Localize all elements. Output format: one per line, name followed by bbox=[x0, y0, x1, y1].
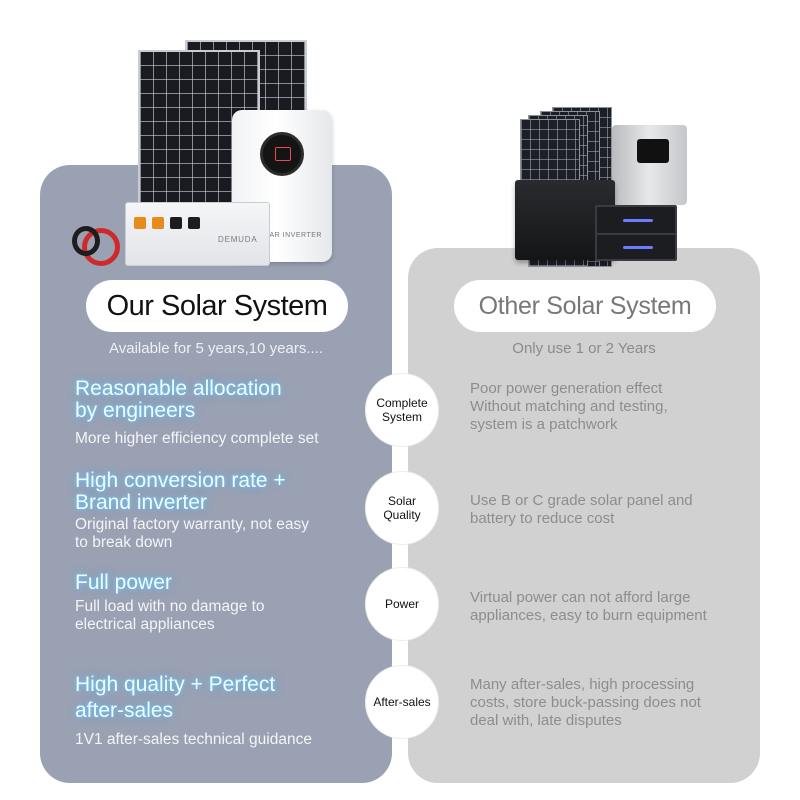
category-label: Solar bbox=[387, 494, 416, 508]
category-label: System bbox=[381, 410, 422, 424]
our-system-title: Our Solar System bbox=[106, 289, 328, 322]
other-product-image bbox=[500, 95, 720, 275]
battery-terminal bbox=[134, 217, 146, 229]
feature-title: High conversion rate + bbox=[75, 469, 286, 492]
battery-rack-unit bbox=[595, 233, 677, 261]
black-cable-coil bbox=[72, 226, 100, 256]
category-label: Power bbox=[384, 597, 419, 611]
our-product-image: SOLAR INVERTER DEMUDA bbox=[0, 0, 400, 280]
battery-brand-label: DEMUDA bbox=[218, 235, 258, 244]
other-issue-text: Poor power generation effect bbox=[470, 380, 663, 397]
our-system-title-pill: Our Solar System bbox=[86, 280, 348, 332]
other-issue-text: battery to reduce cost bbox=[470, 510, 615, 527]
battery-terminal bbox=[152, 217, 164, 229]
battery-rack-unit bbox=[595, 205, 677, 235]
category-circle-after-sales: After-sales bbox=[365, 665, 439, 739]
other-system-title: Other Solar System bbox=[478, 291, 692, 320]
other-issue-text: costs, store buck-passing does not bbox=[470, 694, 701, 711]
feature-description: More higher efficiency complete set bbox=[75, 430, 319, 447]
other-issue-text: Without matching and testing, bbox=[470, 398, 668, 415]
feature-description: electrical appliances bbox=[75, 616, 215, 633]
category-circle-power: Power bbox=[365, 567, 439, 641]
grey-inverter bbox=[612, 125, 687, 205]
other-issue-text: system is a patchwork bbox=[470, 416, 618, 433]
category-label: Complete bbox=[376, 396, 428, 410]
other-issue-text: Virtual power can not afford large bbox=[470, 589, 691, 606]
other-system-title-pill: Other Solar System bbox=[454, 280, 716, 332]
feature-description: Original factory warranty, not easy bbox=[75, 516, 310, 533]
battery-terminal bbox=[188, 217, 200, 229]
inverter-display bbox=[260, 132, 304, 176]
category-label: Quality bbox=[383, 508, 421, 522]
rack-indicator bbox=[623, 219, 653, 222]
inverter-display bbox=[637, 139, 669, 163]
feature-description: 1V1 after-sales technical guidance bbox=[75, 731, 312, 748]
battery-terminal bbox=[170, 217, 182, 229]
feature-title: Brand inverter bbox=[75, 491, 207, 514]
inverter-label: SOLAR INVERTER bbox=[254, 232, 322, 239]
other-issue-text: appliances, easy to burn equipment bbox=[470, 607, 707, 624]
other-issue-text: Many after-sales, high processing bbox=[470, 676, 695, 693]
category-label: After-sales bbox=[373, 695, 431, 709]
feature-title: High quality + Perfect bbox=[75, 673, 276, 696]
feature-title: Reasonable allocation bbox=[75, 377, 282, 400]
category-circle-solar-quality: Solar Quality bbox=[365, 471, 439, 545]
other-issue-text: deal with, late disputes bbox=[470, 712, 622, 729]
feature-title: after-sales bbox=[75, 699, 174, 722]
feature-title: by engineers bbox=[75, 399, 196, 422]
rack-indicator bbox=[623, 246, 653, 249]
feature-description: to break down bbox=[75, 534, 173, 551]
other-system-panel bbox=[408, 248, 760, 783]
feature-description: Full load with no damage to bbox=[75, 598, 265, 615]
category-circle-complete-system: Complete System bbox=[365, 373, 439, 447]
other-issue-text: Use B or C grade solar panel and bbox=[470, 492, 693, 509]
our-system-subtitle: Available for 5 years,10 years.... bbox=[109, 340, 323, 357]
feature-title: Full power bbox=[75, 571, 172, 594]
lithium-battery: DEMUDA bbox=[125, 202, 270, 266]
our-system-panel bbox=[40, 165, 392, 783]
other-system-subtitle: Only use 1 or 2 Years bbox=[512, 340, 656, 357]
